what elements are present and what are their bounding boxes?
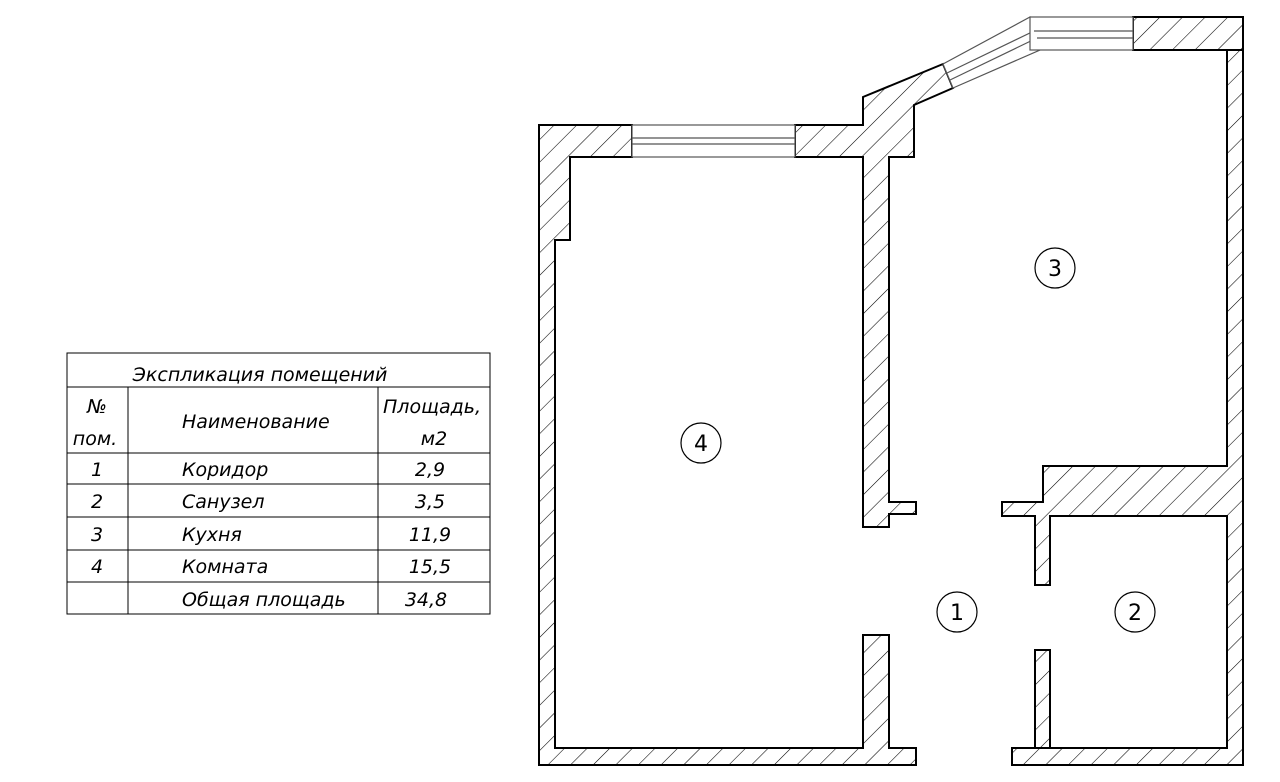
row-2-area: 3,5	[415, 491, 445, 513]
row-3-area: 11,9	[409, 524, 451, 546]
header-area-line1: Площадь,	[383, 396, 481, 418]
wall-left	[538, 124, 917, 766]
room-marker-4: 4	[694, 432, 708, 457]
room-marker-3: 3	[1048, 257, 1062, 282]
explication-table	[66, 352, 491, 615]
table-title: Экспликация помещений	[132, 364, 388, 386]
room-markers	[680, 247, 1156, 633]
window-room-4	[631, 124, 796, 158]
header-name: Наименование	[182, 411, 330, 433]
row-4-num: 4	[91, 556, 103, 578]
total-area: 34,8	[405, 589, 447, 611]
room-marker-1: 1	[950, 601, 964, 626]
header-num-line1: №	[86, 396, 107, 418]
header-num-line2: пом.	[73, 428, 117, 450]
walls	[538, 16, 1244, 766]
row-2-num: 2	[91, 491, 103, 513]
room-marker-2: 2	[1128, 601, 1142, 626]
wall-bath-lower	[1034, 649, 1051, 749]
row-1-area: 2,9	[415, 459, 445, 481]
row-3-num: 3	[91, 524, 103, 546]
row-3-name: Кухня	[182, 524, 242, 546]
row-2-name: Санузел	[182, 491, 265, 513]
row-1-num: 1	[91, 459, 103, 481]
row-1-name: Коридор	[182, 459, 268, 481]
wall-top-right	[1132, 16, 1244, 51]
header-area-line2: м2	[421, 428, 447, 450]
row-4-area: 15,5	[409, 556, 451, 578]
wall-right	[1001, 49, 1244, 766]
wall-partition-4-3	[794, 62, 955, 528]
row-4-name: Комната	[182, 556, 268, 578]
window-kitchen	[1029, 16, 1134, 51]
window-kitchen-angled	[942, 16, 1041, 89]
windows	[631, 16, 1134, 158]
total-name: Общая площадь	[182, 589, 346, 611]
